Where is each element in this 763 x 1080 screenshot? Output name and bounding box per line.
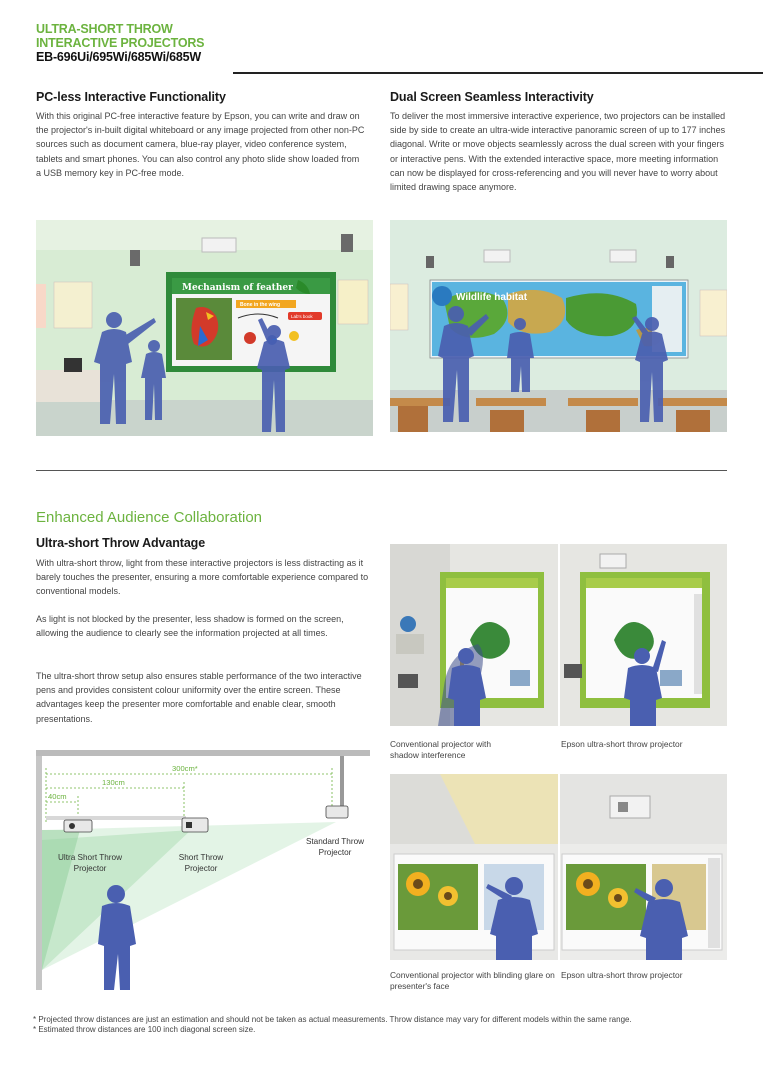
caption-conventional-shadow: Conventional projector with shadow inter… xyxy=(390,739,492,760)
label-short-throw: Short Throw Projector xyxy=(178,853,224,873)
dim-130: 130cm xyxy=(102,778,125,787)
pc-less-body: With this original PC-free interactive f… xyxy=(36,111,365,178)
collab-heading: Enhanced Audience Collaboration xyxy=(36,509,263,526)
dim-300: 300cm* xyxy=(172,764,198,773)
screen-sub-bone: Bone in the wing xyxy=(240,302,280,308)
photo-conventional-glare xyxy=(390,774,558,960)
photo-epson-ust-glare xyxy=(560,774,727,960)
presenter-silhouettes-dual xyxy=(438,306,668,422)
header-rule xyxy=(233,72,763,74)
classroom-desks xyxy=(390,398,727,432)
pc-less-title: PC-less Interactive Functionality xyxy=(36,90,226,104)
collab-para-2: As light is not blocked by the presenter… xyxy=(36,614,344,639)
footnote-2: * Estimated throw distances are 100 inch… xyxy=(33,1025,256,1034)
collab-para-1: With ultra-short throw, light from these… xyxy=(36,558,369,597)
header-model: EB-696Ui/695Wi/685Wi/685W xyxy=(36,50,201,64)
label-standard-throw: Standard Throw Projector xyxy=(305,837,365,857)
header-title-line2: INTERACTIVE PROJECTORS xyxy=(36,36,205,50)
caption-conventional-glare: Conventional projector with blinding gla… xyxy=(390,970,555,991)
presenter-silhouettes xyxy=(94,312,290,432)
collab-para-3: The ultra-short throw setup also ensures… xyxy=(36,671,362,724)
section-divider xyxy=(36,470,727,471)
dual-screen-title: Dual Screen Seamless Interactivity xyxy=(390,90,594,104)
throw-distance-diagram: 300cm* 130cm 40cm Ultra Short Throw Proj… xyxy=(36,750,370,990)
photo-conventional-shadow xyxy=(390,544,558,726)
screen-title-wildlife: Wildlife habitat xyxy=(456,292,528,303)
screen-title-feather: Mechanism of feather xyxy=(182,283,293,293)
collab-subheading: Ultra-short Throw Advantage xyxy=(36,536,206,550)
dual-screen-body: To deliver the most immersive interactiv… xyxy=(390,111,726,193)
screen-sub-labbook: Lab's book xyxy=(291,314,313,319)
footnote-1: * Projected throw distances are just an … xyxy=(33,1015,632,1024)
photo-epson-ust-shadow xyxy=(560,544,727,726)
caption-epson-ust-1: Epson ultra-short throw projector xyxy=(561,739,683,749)
caption-epson-ust-2: Epson ultra-short throw projector xyxy=(561,970,683,980)
header-title-line1: ULTRA-SHORT THROW xyxy=(36,22,173,36)
interactive-screen: Mechanism of feather Bone in the wing La… xyxy=(166,272,336,372)
dual-screen-photo: Wildlife habitat xyxy=(390,220,727,432)
diagram-presenter xyxy=(98,885,136,990)
dim-40: 40cm xyxy=(48,792,67,801)
pc-less-photo: Mechanism of feather Bone in the wing La… xyxy=(36,220,373,436)
label-ultra-short-throw: Ultra Short Throw Projector xyxy=(57,853,122,873)
